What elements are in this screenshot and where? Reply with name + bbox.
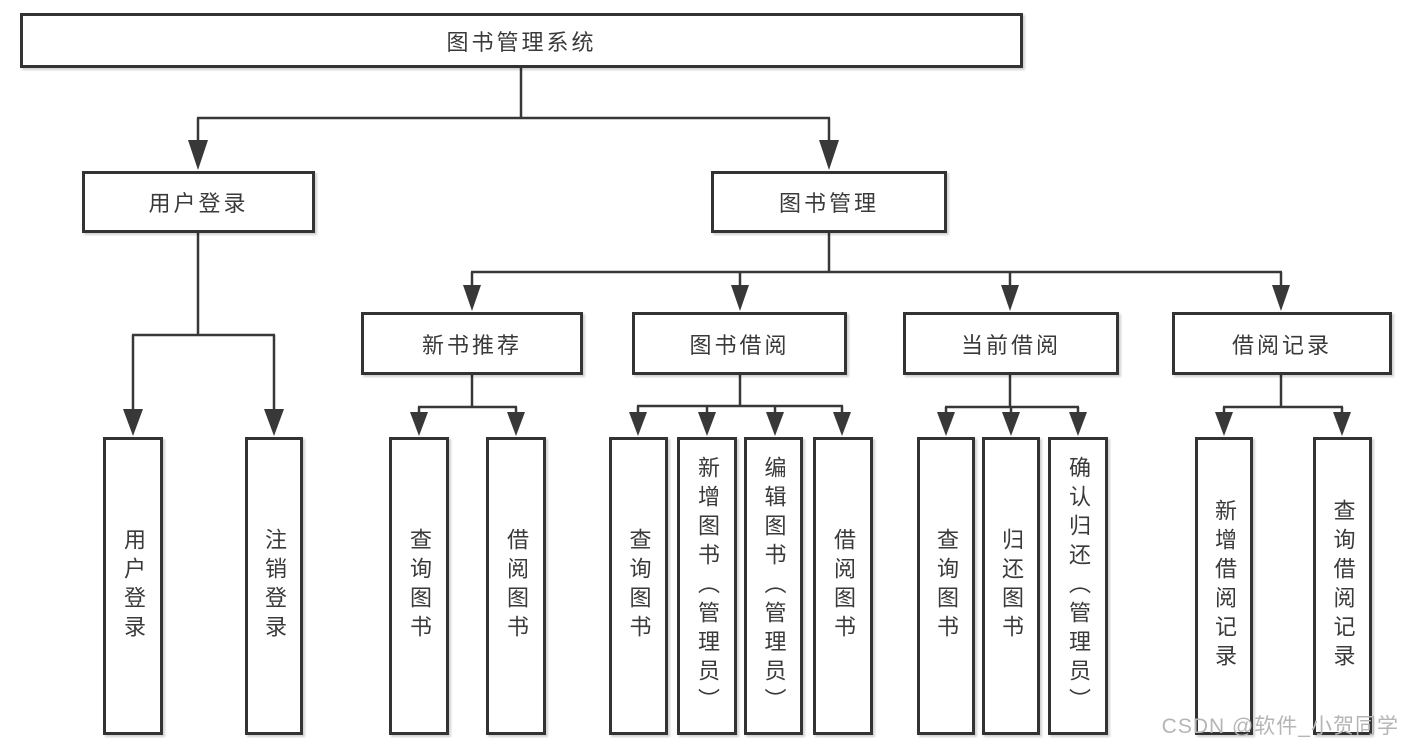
- node-book-borrow: 图书借阅: [632, 312, 847, 375]
- node-label: 查询图书: [626, 528, 652, 644]
- node-user-login: 用户登录: [82, 171, 315, 233]
- node-cur-confirm: 确认归还（管理员）: [1048, 437, 1108, 735]
- arrowhead-icon: [833, 412, 851, 436]
- arrowhead-icon: [629, 412, 647, 436]
- arrowhead-icon: [410, 412, 428, 436]
- node-log-add-record: 新增借阅记录: [1195, 437, 1253, 735]
- node-login: 用户登录: [103, 437, 163, 735]
- node-label: 新书推荐: [421, 332, 522, 358]
- node-cur-return-book: 归还图书: [982, 437, 1040, 735]
- node-label: 查询借阅记录: [1330, 499, 1356, 673]
- node-rec-borrow-book: 借阅图书: [486, 437, 546, 735]
- arrowhead-icon: [123, 409, 143, 436]
- node-bor-query-book: 查询图书: [609, 437, 668, 735]
- node-label: 新增借阅记录: [1212, 499, 1237, 673]
- arrowhead-icon: [731, 285, 749, 311]
- node-label: 当前借阅: [960, 332, 1061, 358]
- node-bor-lend-book: 借阅图书: [813, 437, 873, 735]
- arrowhead-icon: [1002, 412, 1020, 436]
- arrowhead-icon: [819, 140, 839, 170]
- arrowhead-icon: [1272, 285, 1290, 311]
- node-label: 确认归还（管理员）: [1066, 455, 1091, 717]
- node-current-borrow: 当前借阅: [903, 312, 1119, 375]
- node-rec-query-book: 查询图书: [389, 437, 449, 735]
- node-label: 图书借阅: [689, 332, 790, 358]
- node-logout: 注销登录: [245, 437, 303, 735]
- arrowhead-icon: [766, 412, 784, 436]
- node-label: 新增图书（管理员）: [695, 455, 720, 717]
- watermark: CSDN @软件_小贺同学: [1161, 715, 1399, 738]
- node-label: 查询图书: [934, 528, 959, 644]
- node-root: 图书管理系统: [20, 13, 1023, 68]
- node-label: 借阅记录: [1231, 332, 1332, 358]
- arrowhead-icon: [188, 140, 208, 170]
- node-label: 归还图书: [999, 528, 1024, 644]
- arrowhead-icon: [1333, 412, 1351, 436]
- arrowhead-icon: [507, 412, 525, 436]
- node-cur-query-book: 查询图书: [917, 437, 975, 735]
- node-new-book-rec: 新书推荐: [361, 312, 583, 375]
- node-borrow-records: 借阅记录: [1172, 312, 1392, 375]
- node-label: 图书管理: [778, 191, 879, 216]
- node-label: 用户登录: [148, 191, 249, 216]
- node-label: 编辑图书（管理员）: [761, 455, 787, 717]
- node-label: 借阅图书: [831, 528, 856, 644]
- arrowhead-icon: [1069, 412, 1087, 436]
- arrowhead-icon: [698, 412, 716, 436]
- arrowhead-icon: [264, 409, 284, 436]
- node-bor-add-book: 新增图书（管理员）: [677, 437, 737, 735]
- node-log-query-record: 查询借阅记录: [1313, 437, 1372, 735]
- arrowhead-icon: [937, 412, 955, 436]
- node-label: 借阅图书: [504, 528, 529, 644]
- node-bor-edit-book: 编辑图书（管理员）: [744, 437, 803, 735]
- arrowhead-icon: [1001, 285, 1019, 311]
- node-label: 注销登录: [262, 528, 287, 644]
- node-label: 图书管理系统: [446, 29, 597, 55]
- node-book-mgmt: 图书管理: [711, 171, 947, 233]
- arrowhead-icon: [463, 285, 481, 311]
- arrowhead-icon: [1215, 412, 1233, 436]
- node-label: 用户登录: [121, 528, 146, 644]
- node-label: 查询图书: [407, 528, 432, 644]
